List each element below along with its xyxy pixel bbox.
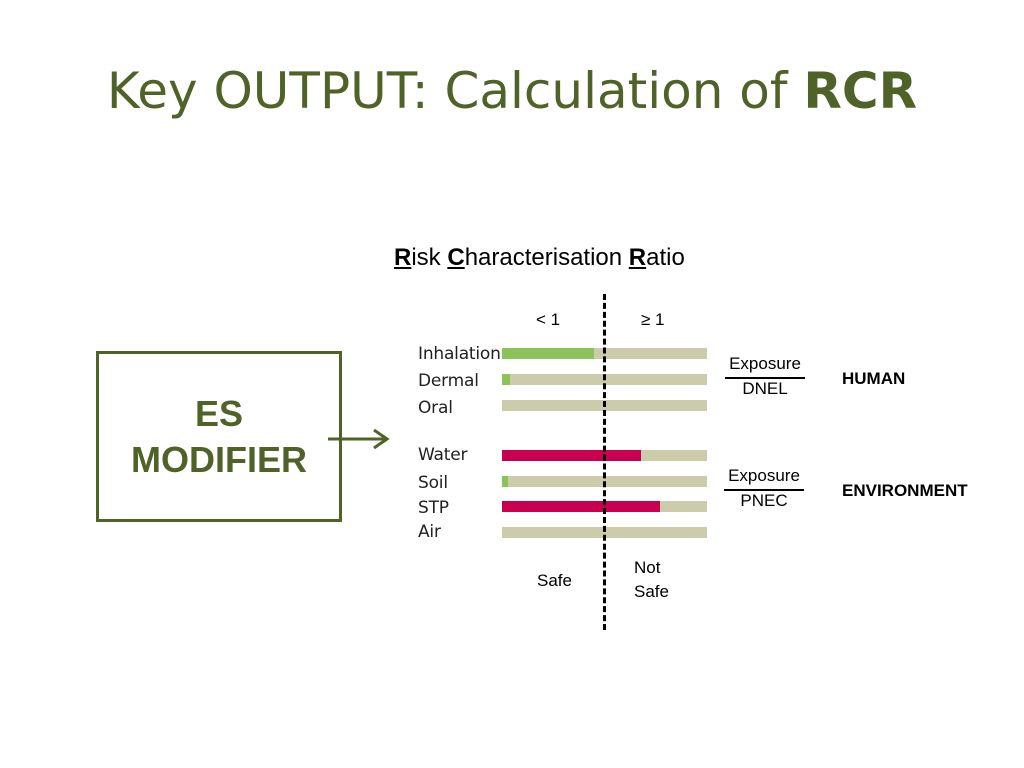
environment-ratio-fraction: Exposure PNEC: [719, 466, 809, 511]
bar-fill: [502, 501, 660, 512]
zone-not-safe-line2: Safe: [634, 582, 669, 601]
row-label: Inhalation: [418, 344, 501, 364]
row-label: Dermal: [418, 371, 479, 391]
fraction-bar: [724, 489, 804, 491]
row-label: Air: [418, 522, 441, 542]
subtitle-r2: R: [628, 244, 647, 271]
environment-ratio-numerator: Exposure: [728, 466, 800, 485]
bar-fill: [502, 450, 642, 461]
zone-label-safe: Safe: [537, 571, 572, 590]
column-label-greater-equal-1: ≥ 1: [641, 310, 665, 329]
es-line1: ES: [194, 392, 244, 434]
zone-not-safe-line1: Not: [634, 558, 661, 577]
subtitle-t2: haracterisation: [464, 244, 629, 271]
subtitle-r1: R: [394, 244, 412, 271]
arrow-right-icon: [328, 428, 390, 450]
row-label: Soil: [418, 473, 448, 493]
chart-subtitle: Risk Characterisation Ratio: [394, 244, 685, 272]
es-line2: MODIFIER: [131, 438, 307, 480]
row-label: Oral: [418, 398, 453, 418]
column-label-less-than-1: < 1: [536, 310, 561, 329]
human-ratio-fraction: Exposure DNEL: [720, 354, 810, 399]
title-bold: RCR: [803, 62, 918, 120]
category-human: HUMAN: [842, 369, 906, 388]
title-prefix: Key OUTPUT: Calculation of: [106, 62, 804, 120]
subtitle-t3: atio: [646, 244, 685, 271]
row-label: STP: [418, 498, 449, 518]
row-label: Water: [418, 445, 468, 465]
bar-fill: [502, 374, 511, 385]
bar-fill: [502, 476, 509, 487]
human-ratio-numerator: Exposure: [729, 354, 801, 373]
subtitle-t1: isk: [411, 244, 448, 271]
bar-fill: [502, 348, 595, 359]
fraction-bar: [725, 377, 805, 379]
es-modifier-box: ES MODIFIER: [96, 351, 342, 522]
threshold-divider: [603, 294, 606, 630]
environment-ratio-denominator: PNEC: [740, 491, 788, 510]
page-title: Key OUTPUT: Calculation of RCR: [0, 62, 1024, 120]
subtitle-c: C: [447, 244, 465, 271]
human-ratio-denominator: DNEL: [742, 379, 788, 398]
zone-label-not-safe: Not Safe: [634, 556, 669, 604]
category-environment: ENVIRONMENT: [842, 481, 968, 500]
